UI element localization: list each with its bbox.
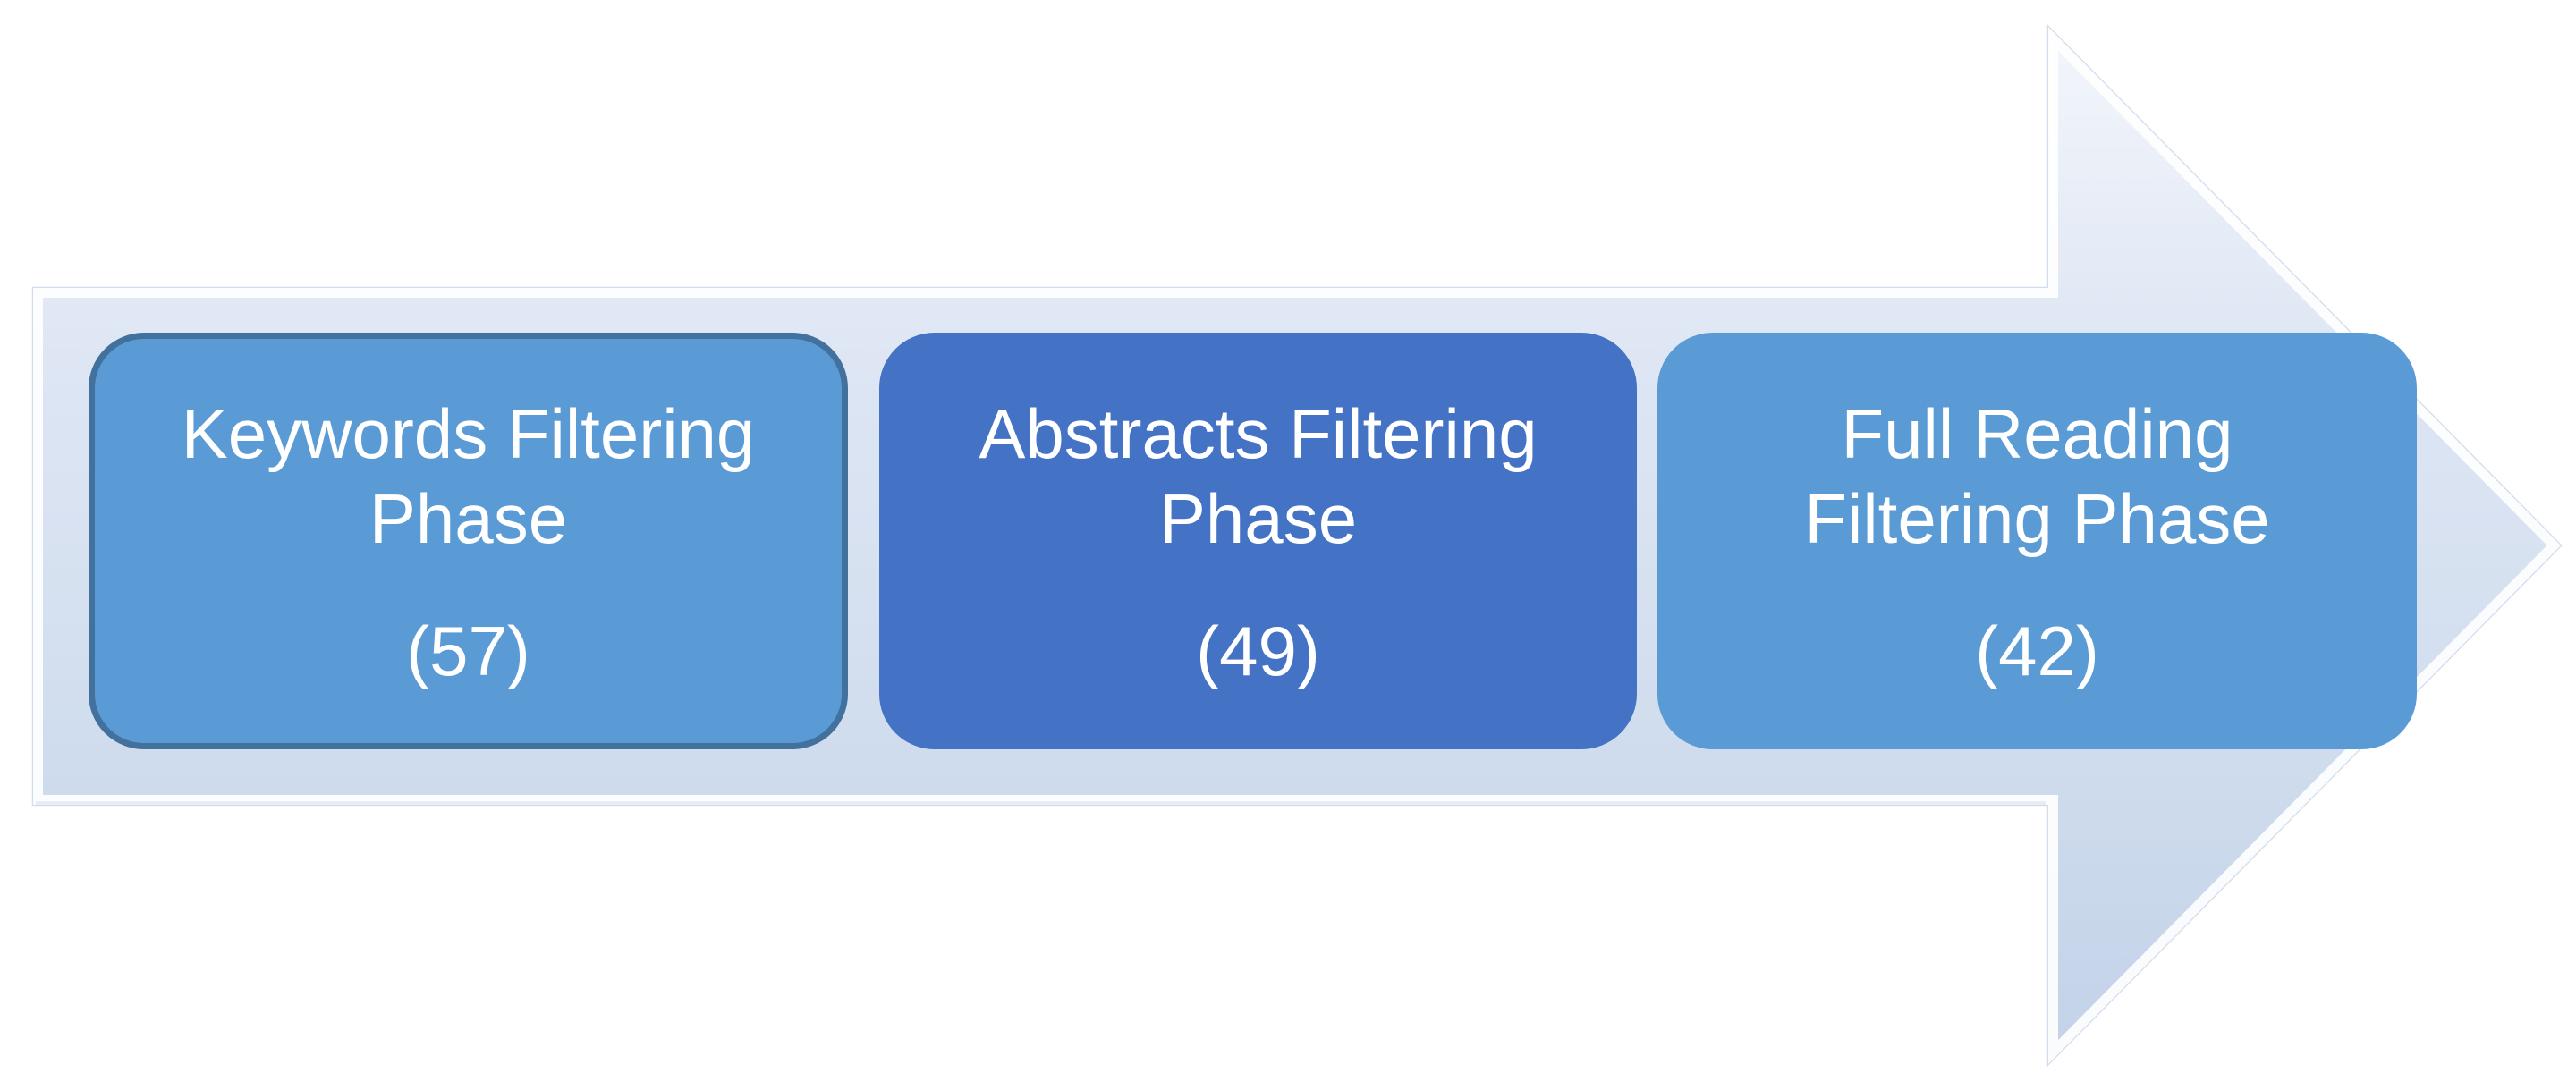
phase-title: Full Reading Filtering Phase: [1804, 393, 2270, 559]
phase-count: (49): [1196, 612, 1320, 691]
phase-count: (42): [1975, 612, 2099, 691]
arrow-bevel-highlight-icon: [33, 27, 2561, 1064]
phase-title: Abstracts Filtering Phase: [979, 393, 1538, 559]
phase-count: (57): [406, 612, 530, 691]
phase-box-abstracts: Abstracts Filtering Phase (49): [879, 333, 1637, 749]
phase-box-keywords: Keywords Filtering Phase (57): [89, 333, 848, 749]
phase-title: Keywords Filtering Phase: [181, 393, 756, 559]
phase-box-full-reading: Full Reading Filtering Phase (42): [1657, 333, 2417, 749]
